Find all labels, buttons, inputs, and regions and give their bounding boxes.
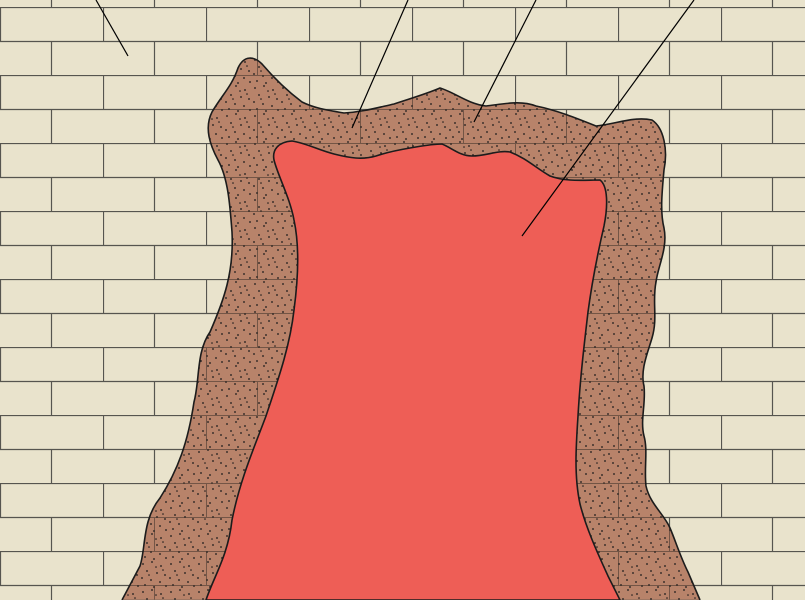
layer-diagram bbox=[0, 0, 805, 600]
